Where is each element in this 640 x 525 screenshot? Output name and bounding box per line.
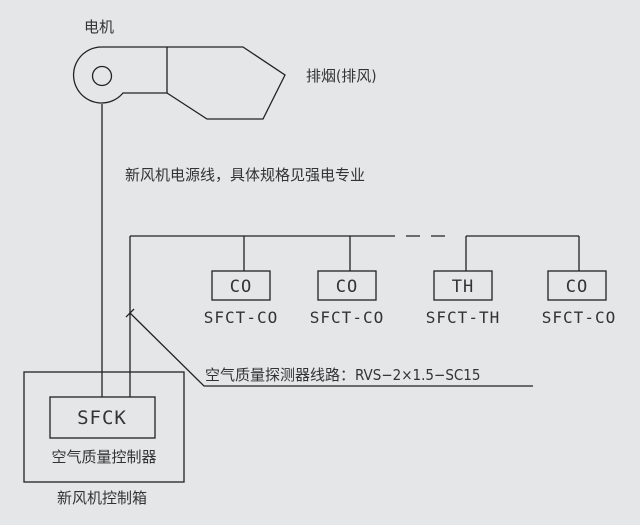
exhaust-label: 排烟(排风)	[306, 67, 377, 85]
sensor-model: SFCT-CO	[310, 308, 384, 327]
exhaust-duct	[166, 46, 286, 120]
sensor-4: CO SFCT-CO	[542, 236, 616, 327]
sensor-box	[547, 270, 607, 301]
controller-name: 空气质量控制器	[51, 448, 156, 466]
control-cabinet	[23, 371, 185, 483]
sensor-box	[433, 270, 493, 301]
motor-icon	[91, 65, 113, 87]
sensor-1: CO SFCT-CO	[204, 236, 278, 327]
sensor-3: TH SFCT-TH	[426, 236, 500, 327]
power-line-note: 新风机电源线，具体规格见强电专业	[125, 166, 365, 184]
sensor-cable-note: 空气质量探测器线路：RVS−2×1.5−SC15	[205, 366, 480, 384]
sensor-type: CO	[566, 277, 588, 297]
sensor-box	[317, 270, 377, 301]
sensor-bus	[125, 235, 579, 397]
sensor-2: CO SFCT-CO	[310, 236, 384, 327]
fan-symbol	[72, 46, 286, 120]
sensor-type: CO	[230, 277, 252, 297]
sensor-model: SFCT-TH	[426, 308, 500, 327]
controller-code: SFCK	[77, 407, 127, 429]
sensor-box	[211, 270, 271, 301]
cable-leader	[129, 312, 533, 387]
cabinet-label: 新风机控制箱	[57, 489, 147, 507]
motor-label: 电机	[84, 18, 114, 36]
fan-housing	[72, 46, 168, 104]
sensor-type: TH	[452, 277, 474, 297]
sensor-type: CO	[336, 277, 358, 297]
sensor-model: SFCT-CO	[204, 308, 278, 327]
sensor-model: SFCT-CO	[542, 308, 616, 327]
controller-box	[49, 396, 156, 439]
